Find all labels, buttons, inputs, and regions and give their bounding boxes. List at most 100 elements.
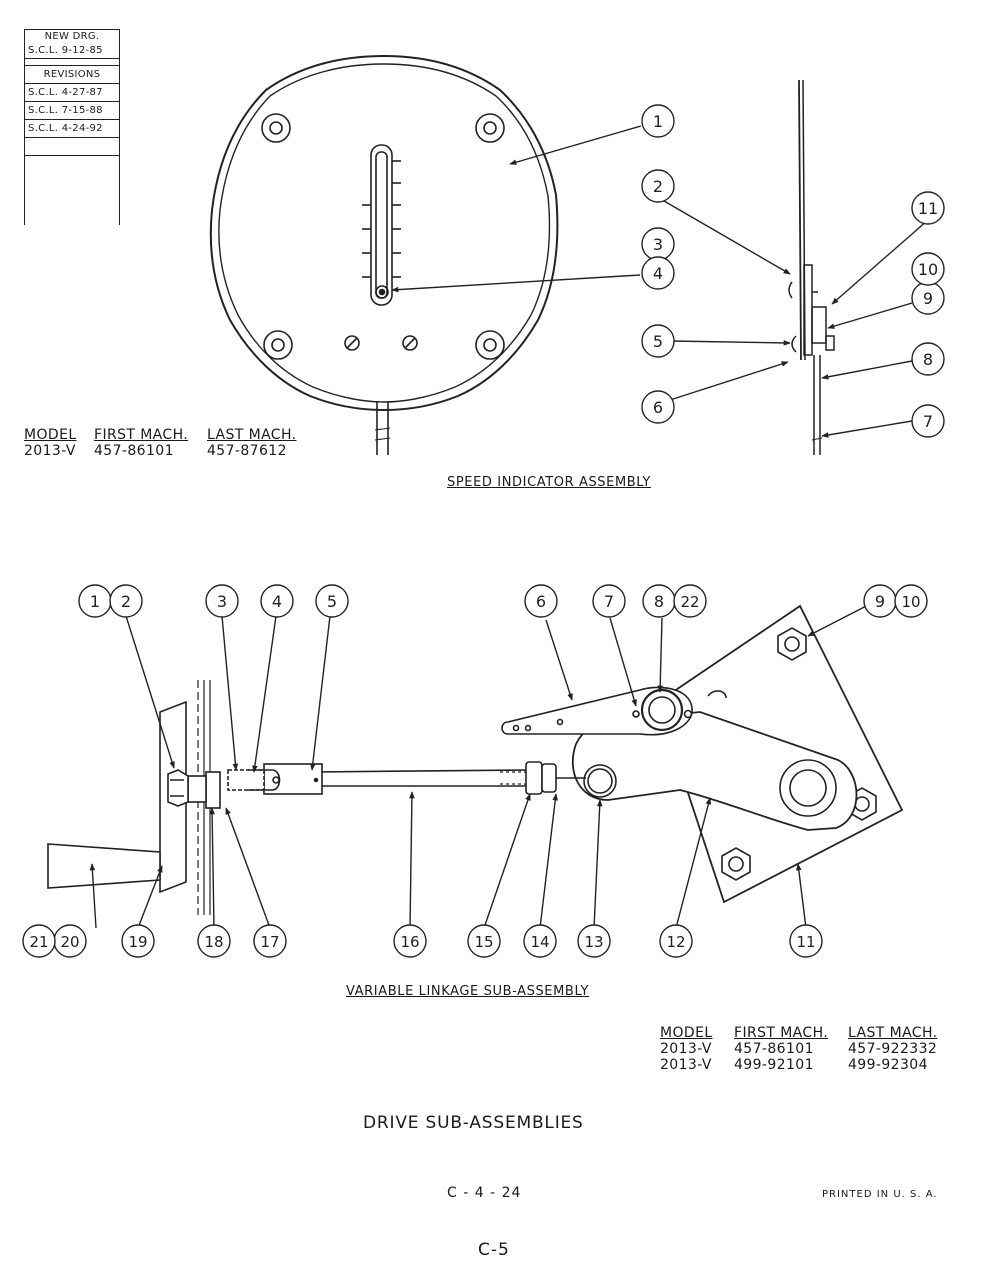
variable-linkage-model-table: MODEL FIRST MACH. LAST MACH. 2013-V 457-… <box>660 1025 938 1073</box>
callout-label: 10 <box>918 260 938 279</box>
callout-label: 10 <box>901 593 920 611</box>
last-mach-header: LAST MACH. <box>848 1025 938 1041</box>
callout-balloon: 12 <box>659 924 693 958</box>
variable-linkage-callouts: 1 2 3 4 5 6 7 8 22 9 10 11 12 13 14 15 1… <box>22 584 928 958</box>
callout-balloon: 9 <box>911 281 945 315</box>
callout-label: 9 <box>923 289 933 308</box>
callout-balloon: 7 <box>592 584 626 618</box>
speed-indicator-caption: SPEED INDICATOR ASSEMBLY <box>447 475 651 490</box>
callout-label: 9 <box>875 592 885 611</box>
variable-linkage-drawing <box>47 604 904 915</box>
callout-label: 21 <box>29 933 48 951</box>
callout-balloon: 2 <box>109 584 143 618</box>
callout-label: 12 <box>666 933 685 951</box>
callout-label: 14 <box>530 933 549 951</box>
first-mach-cell: 457-86101 <box>734 1041 814 1057</box>
variable-linkage-caption: VARIABLE LINKAGE SUB-ASSEMBLY <box>346 984 590 999</box>
callout-label: 6 <box>536 592 546 611</box>
callout-label: 7 <box>923 412 933 431</box>
callout-balloon: 4 <box>641 256 675 290</box>
first-mach-cell: 457-86101 <box>94 443 174 459</box>
callout-balloon: 6 <box>641 390 675 424</box>
callout-label: 13 <box>584 933 603 951</box>
callout-label: 11 <box>796 933 815 951</box>
callout-balloon: 20 <box>53 924 87 958</box>
revision-entry: S.C.L. 7-15-88 <box>25 102 119 120</box>
speed-indicator-front-view <box>209 54 559 455</box>
callout-balloon: 2 <box>641 169 675 203</box>
speed-indicator-leaders <box>391 125 929 438</box>
callout-label: 8 <box>654 592 664 611</box>
callout-label: 11 <box>918 199 938 218</box>
first-mach-header: FIRST MACH. <box>94 427 189 443</box>
last-mach-header: LAST MACH. <box>207 427 297 443</box>
model-header: MODEL <box>660 1025 713 1041</box>
speed-indicator-side-view <box>788 79 835 455</box>
first-mach-header: FIRST MACH. <box>734 1025 829 1041</box>
callout-label: 1 <box>653 112 663 131</box>
callout-balloon: 10 <box>911 252 945 286</box>
callout-balloon: 15 <box>467 924 501 958</box>
callout-label: 15 <box>474 933 493 951</box>
variable-linkage-leaders <box>89 601 875 929</box>
callout-label: 22 <box>680 593 699 611</box>
callout-label: 1 <box>90 592 100 611</box>
revision-entry-blank <box>25 138 119 156</box>
callout-label: 18 <box>204 933 223 951</box>
callout-balloon: 11 <box>789 924 823 958</box>
callout-balloon: 21 <box>22 924 56 958</box>
callout-balloon: 1 <box>641 104 675 138</box>
callout-balloon: 7 <box>911 404 945 438</box>
revisions-label: REVISIONS <box>25 65 119 84</box>
callout-balloon: 18 <box>197 924 231 958</box>
callout-balloon: 14 <box>523 924 557 958</box>
revision-entry: S.C.L. 4-24-92 <box>25 120 119 138</box>
callout-balloon: 10 <box>894 584 928 618</box>
new-drawing-row: NEW DRG. S.C.L. 9-12-85 <box>25 30 119 59</box>
last-mach-cell: 457-922332 <box>848 1041 938 1057</box>
callout-label: 3 <box>653 235 663 254</box>
revision-block: NEW DRG. S.C.L. 9-12-85 REVISIONS S.C.L.… <box>24 29 120 225</box>
first-mach-cell: 499-92101 <box>734 1057 814 1073</box>
callout-label: 5 <box>327 592 337 611</box>
callout-label: 19 <box>128 933 147 951</box>
callout-balloon: 19 <box>121 924 155 958</box>
model-cell: 2013-V <box>24 443 76 459</box>
drawing-title: DRIVE SUB-ASSEMBLIES <box>363 1113 584 1133</box>
printed-in-usa: PRINTED IN U. S. A. <box>822 1189 938 1200</box>
callout-label: 8 <box>923 350 933 369</box>
callout-balloon: 13 <box>577 924 611 958</box>
callout-label: 7 <box>604 592 614 611</box>
callout-label: 17 <box>260 933 279 951</box>
speed-indicator-model-table: MODEL FIRST MACH. LAST MACH. 2013-V 457-… <box>24 427 297 459</box>
callout-balloon: 5 <box>315 584 349 618</box>
callout-balloon: 4 <box>260 584 294 618</box>
callout-balloon: 5 <box>641 324 675 358</box>
last-mach-cell: 499-92304 <box>848 1057 928 1073</box>
callout-label: 5 <box>653 332 663 351</box>
callout-label: 4 <box>272 592 282 611</box>
callout-balloon: 1 <box>78 584 112 618</box>
callout-label: 2 <box>121 592 131 611</box>
page-code: C - 4 - 24 <box>447 1185 522 1201</box>
callout-balloon: 8 <box>642 584 676 618</box>
callout-balloon: 16 <box>393 924 427 958</box>
page-number: C-5 <box>478 1240 510 1260</box>
callout-label: 3 <box>217 592 227 611</box>
callout-label: 2 <box>653 177 663 196</box>
callout-balloon: 6 <box>524 584 558 618</box>
callout-balloon: 3 <box>641 227 675 261</box>
speed-indicator-callouts: 1 2 3 4 5 6 7 8 9 10 11 <box>641 104 945 438</box>
last-mach-cell: 457-87612 <box>207 443 287 459</box>
callout-balloon: 17 <box>253 924 287 958</box>
new-drg-entry: S.C.L. 9-12-85 <box>28 45 103 56</box>
callout-balloon: 22 <box>673 584 707 618</box>
model-header: MODEL <box>24 427 77 443</box>
callout-balloon: 8 <box>911 342 945 376</box>
callout-balloon: 3 <box>205 584 239 618</box>
callout-label: 6 <box>653 398 663 417</box>
model-cell: 2013-V <box>660 1057 712 1073</box>
callout-label: 4 <box>653 264 663 283</box>
model-cell: 2013-V <box>660 1041 712 1057</box>
